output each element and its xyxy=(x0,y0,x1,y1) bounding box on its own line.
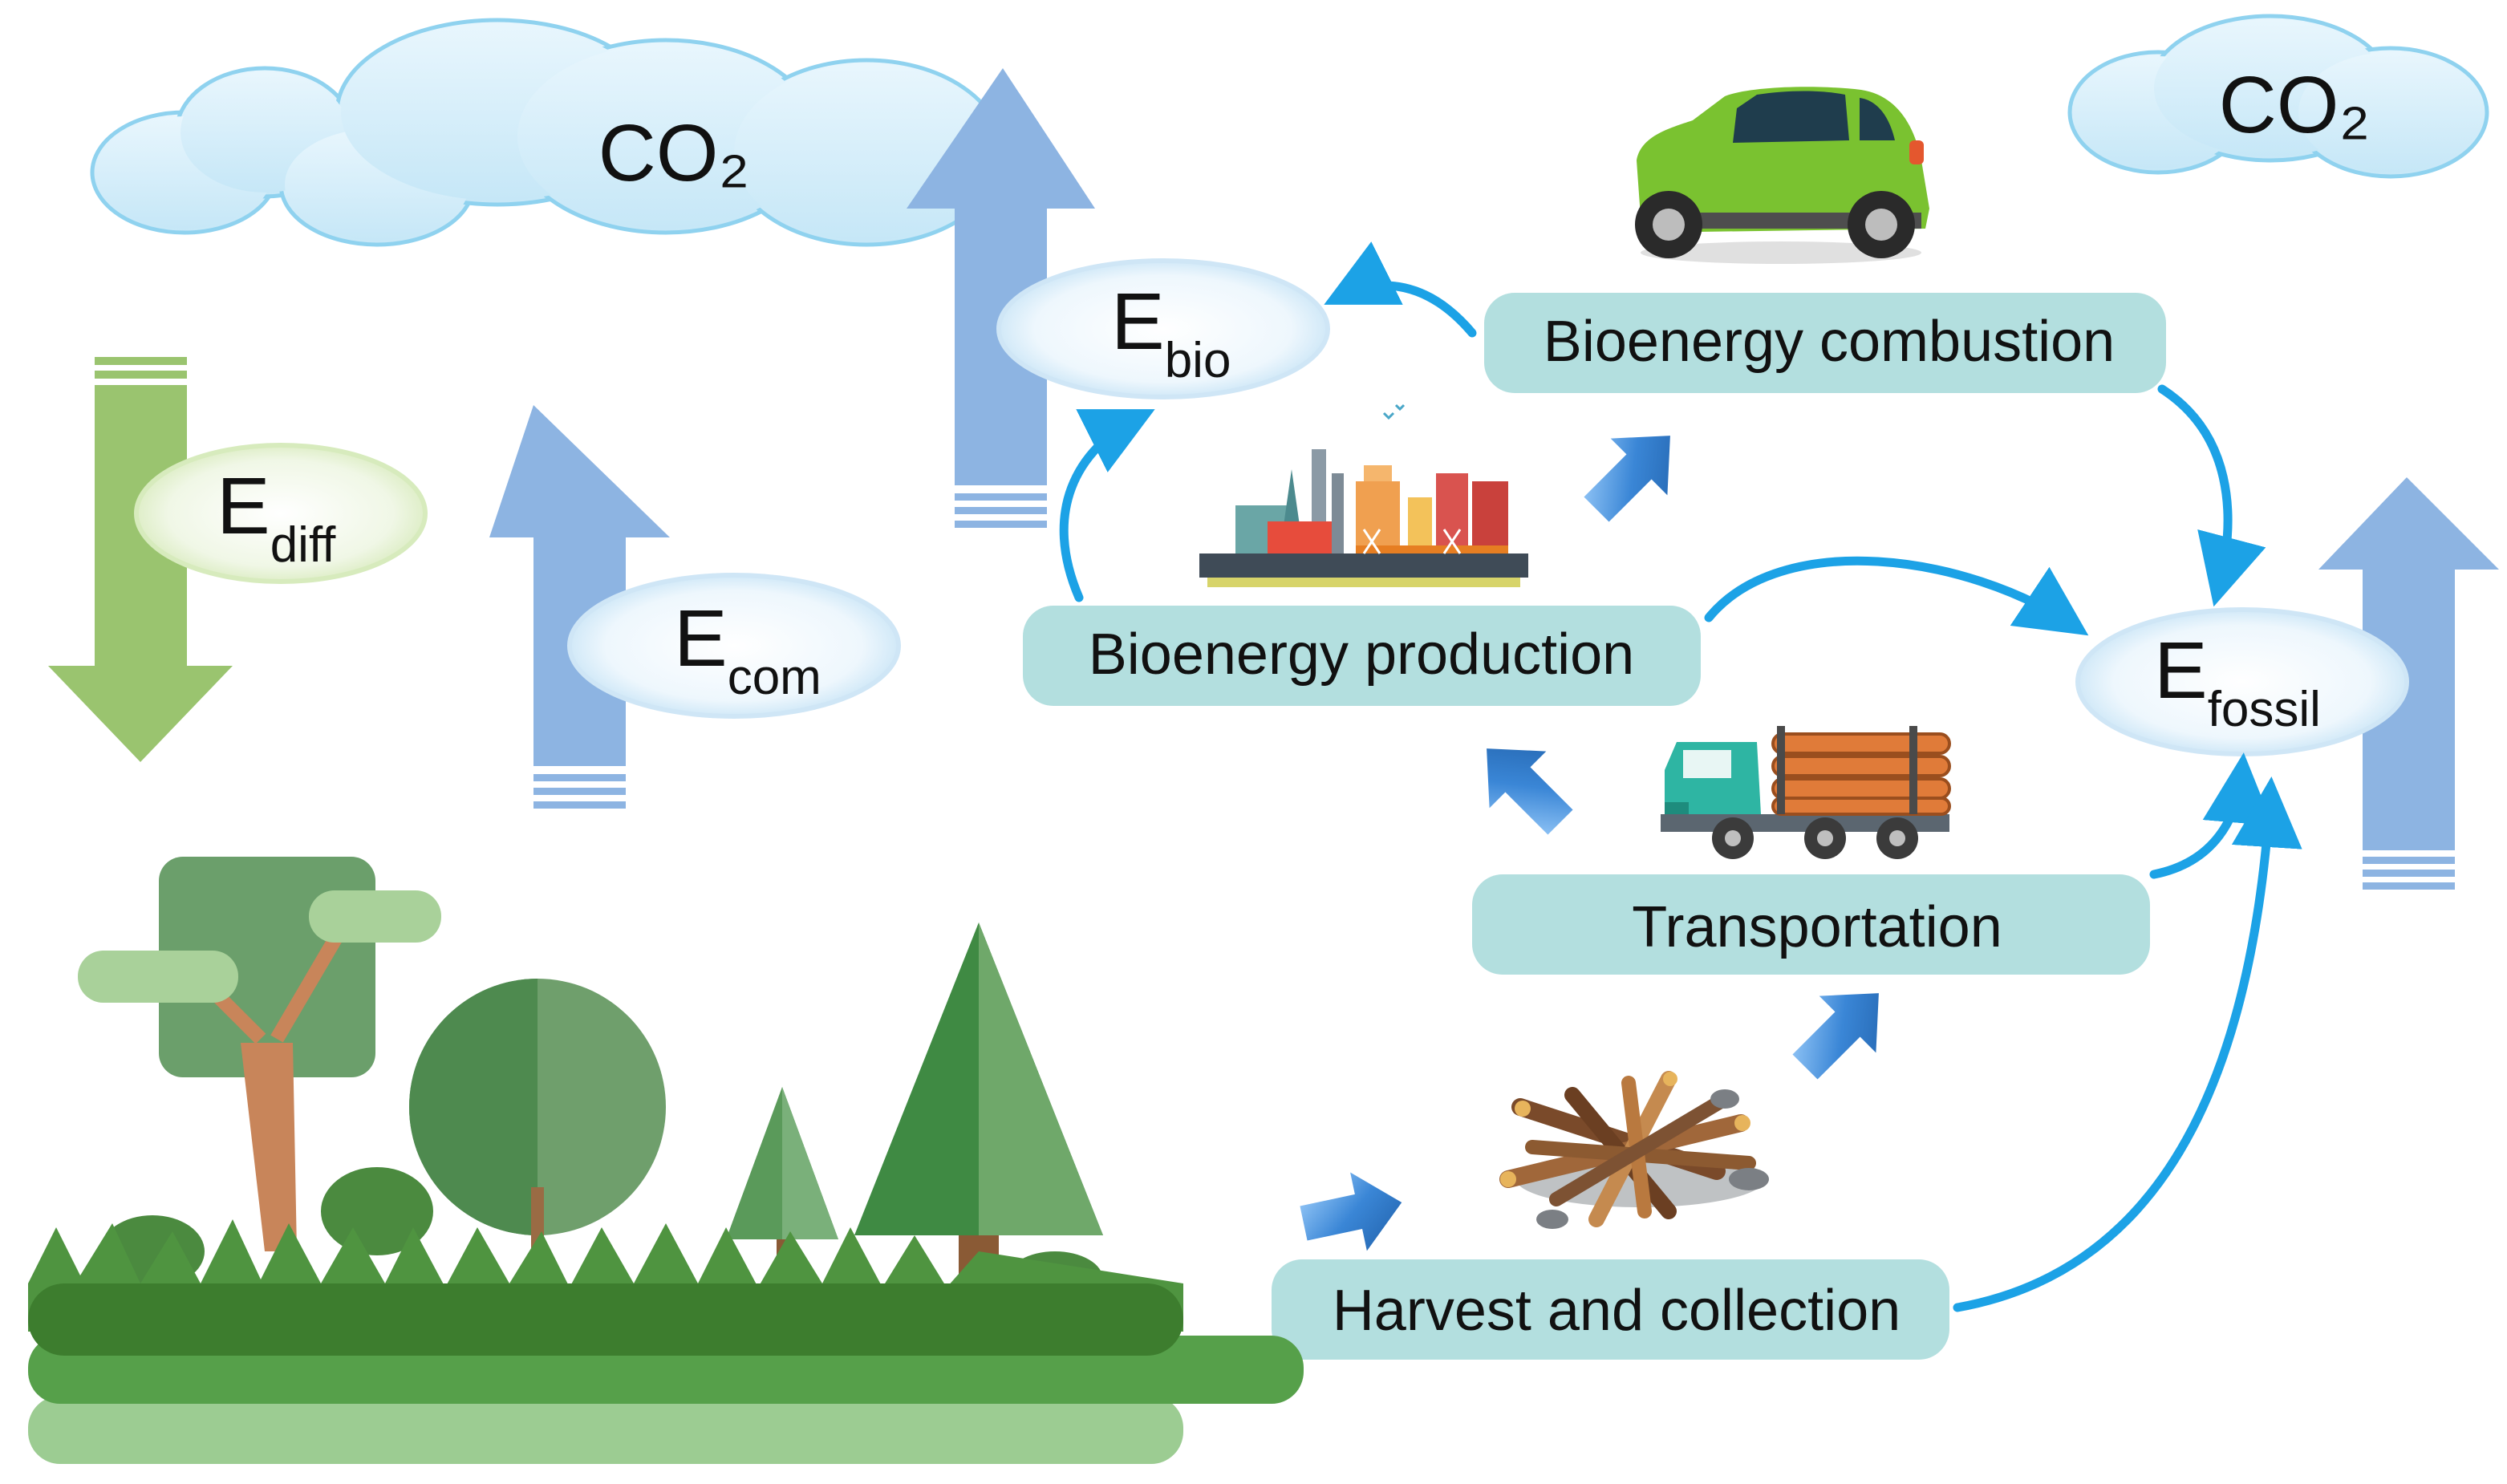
blue-up-arrow-right xyxy=(2318,477,2499,890)
e-fossil-ellipse: Efossil xyxy=(2075,607,2409,756)
pine-tree-large-icon xyxy=(854,922,1103,1295)
e-bio-sub: bio xyxy=(1165,333,1231,388)
box-production: Bioenergy production xyxy=(1023,606,1701,706)
bevel-arrow-to-production xyxy=(1483,744,1577,839)
flow-combustion-to-ebio xyxy=(1324,241,1477,338)
e-fossil-main: E xyxy=(2154,626,2208,716)
cloud-left-label: CO₂ xyxy=(598,108,750,198)
flow-harvest-to-efossil xyxy=(1953,776,2302,1312)
box-transportation: Transportation xyxy=(1472,874,2150,975)
box-transportation-label: Transportation xyxy=(1632,895,2002,959)
svg-text:Ediff: Ediff xyxy=(217,461,336,573)
e-fossil-sub: fossil xyxy=(2208,682,2321,737)
woodpile-icon xyxy=(1499,1071,1769,1229)
e-diff-sub: diff xyxy=(270,517,336,573)
factory-icon xyxy=(1199,403,1528,587)
bevel-arrow-to-transport xyxy=(1788,989,1883,1084)
svg-text:Efossil: Efossil xyxy=(2154,626,2321,737)
round-tree-icon xyxy=(409,979,666,1267)
cloud-left: CO₂ xyxy=(90,18,1005,247)
box-production-label: Bioenergy production xyxy=(1089,622,1634,687)
box-combustion-label: Bioenergy combustion xyxy=(1544,310,2115,374)
car-icon xyxy=(1635,87,1929,264)
bevel-arrow-to-combustion xyxy=(1580,432,1674,526)
e-com-sub: com xyxy=(728,650,821,705)
box-harvest-label: Harvest and collection xyxy=(1333,1279,1901,1343)
flow-transportation-to-efossil xyxy=(2149,752,2274,879)
box-harvest: Harvest and collection xyxy=(1272,1259,1949,1360)
e-diff-main: E xyxy=(217,461,270,551)
flow-production-to-ebio xyxy=(1059,409,1155,602)
flow-production-to-efossil xyxy=(1704,556,2089,636)
box-combustion: Bioenergy combustion xyxy=(1484,293,2166,393)
cloud-right-label: CO₂ xyxy=(2219,60,2371,150)
e-bio-main: E xyxy=(1111,277,1165,367)
flow-combustion-to-efossil xyxy=(2157,384,2266,607)
e-diff-ellipse: Ediff xyxy=(134,443,428,584)
cloud-right: CO₂ xyxy=(2067,14,2489,179)
square-tree-icon xyxy=(78,857,441,1251)
bevel-arrow-harvest xyxy=(1296,1168,1406,1255)
svg-text:Ecom: Ecom xyxy=(674,594,821,705)
e-bio-ellipse: Ebio xyxy=(996,258,1330,399)
forest xyxy=(28,857,1304,1464)
svg-text:Ebio: Ebio xyxy=(1111,277,1231,388)
e-com-main: E xyxy=(674,594,728,683)
blue-up-arrow-center xyxy=(907,68,1095,528)
log-truck-icon xyxy=(1661,726,1951,859)
e-com-ellipse: Ecom xyxy=(567,573,901,719)
